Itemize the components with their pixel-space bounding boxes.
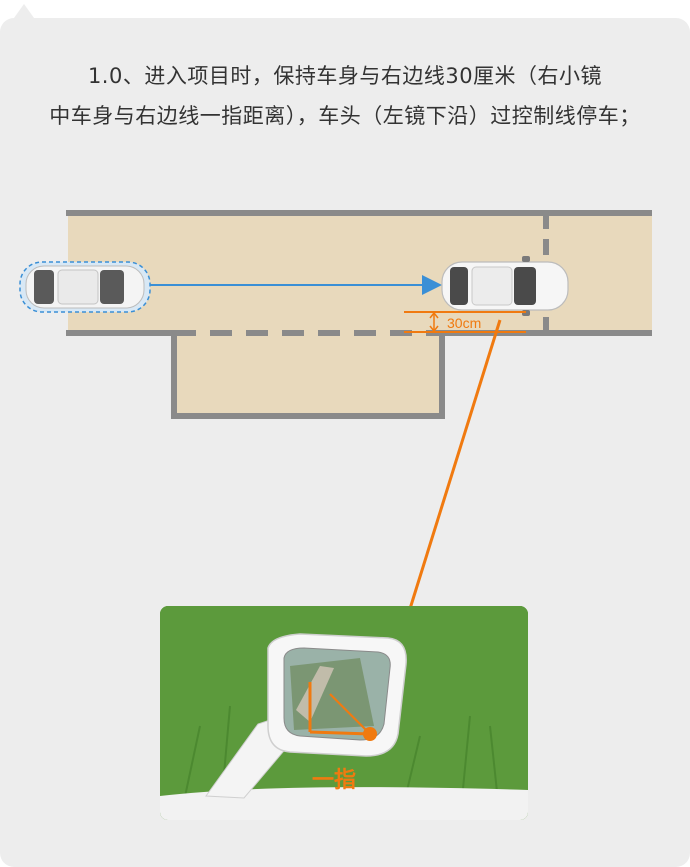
- side-mirror-view-icon: [160, 606, 528, 820]
- photo-caption: 一指: [312, 768, 357, 793]
- distance-measure: [404, 311, 526, 333]
- distance-label: 30cm: [447, 315, 481, 331]
- instruction-line-2: 中车身与右边线一指距离），车头（左镜下沿）过控制线停车；: [49, 104, 641, 128]
- callout-arrow: [397, 319, 502, 634]
- parked-car: [441, 256, 569, 316]
- mirror-photo: 一指: [160, 606, 528, 820]
- road-area: [68, 213, 652, 416]
- start-car: [19, 261, 151, 313]
- instruction-line-1: 1.0、进入项目时，保持车身与右边线30厘米（右小镜: [87, 64, 603, 88]
- instruction-text: 1.0、进入项目时，保持车身与右边线30厘米（右小镜 中车身与右边线一指距离），…: [0, 56, 690, 136]
- card-notch: [14, 4, 34, 18]
